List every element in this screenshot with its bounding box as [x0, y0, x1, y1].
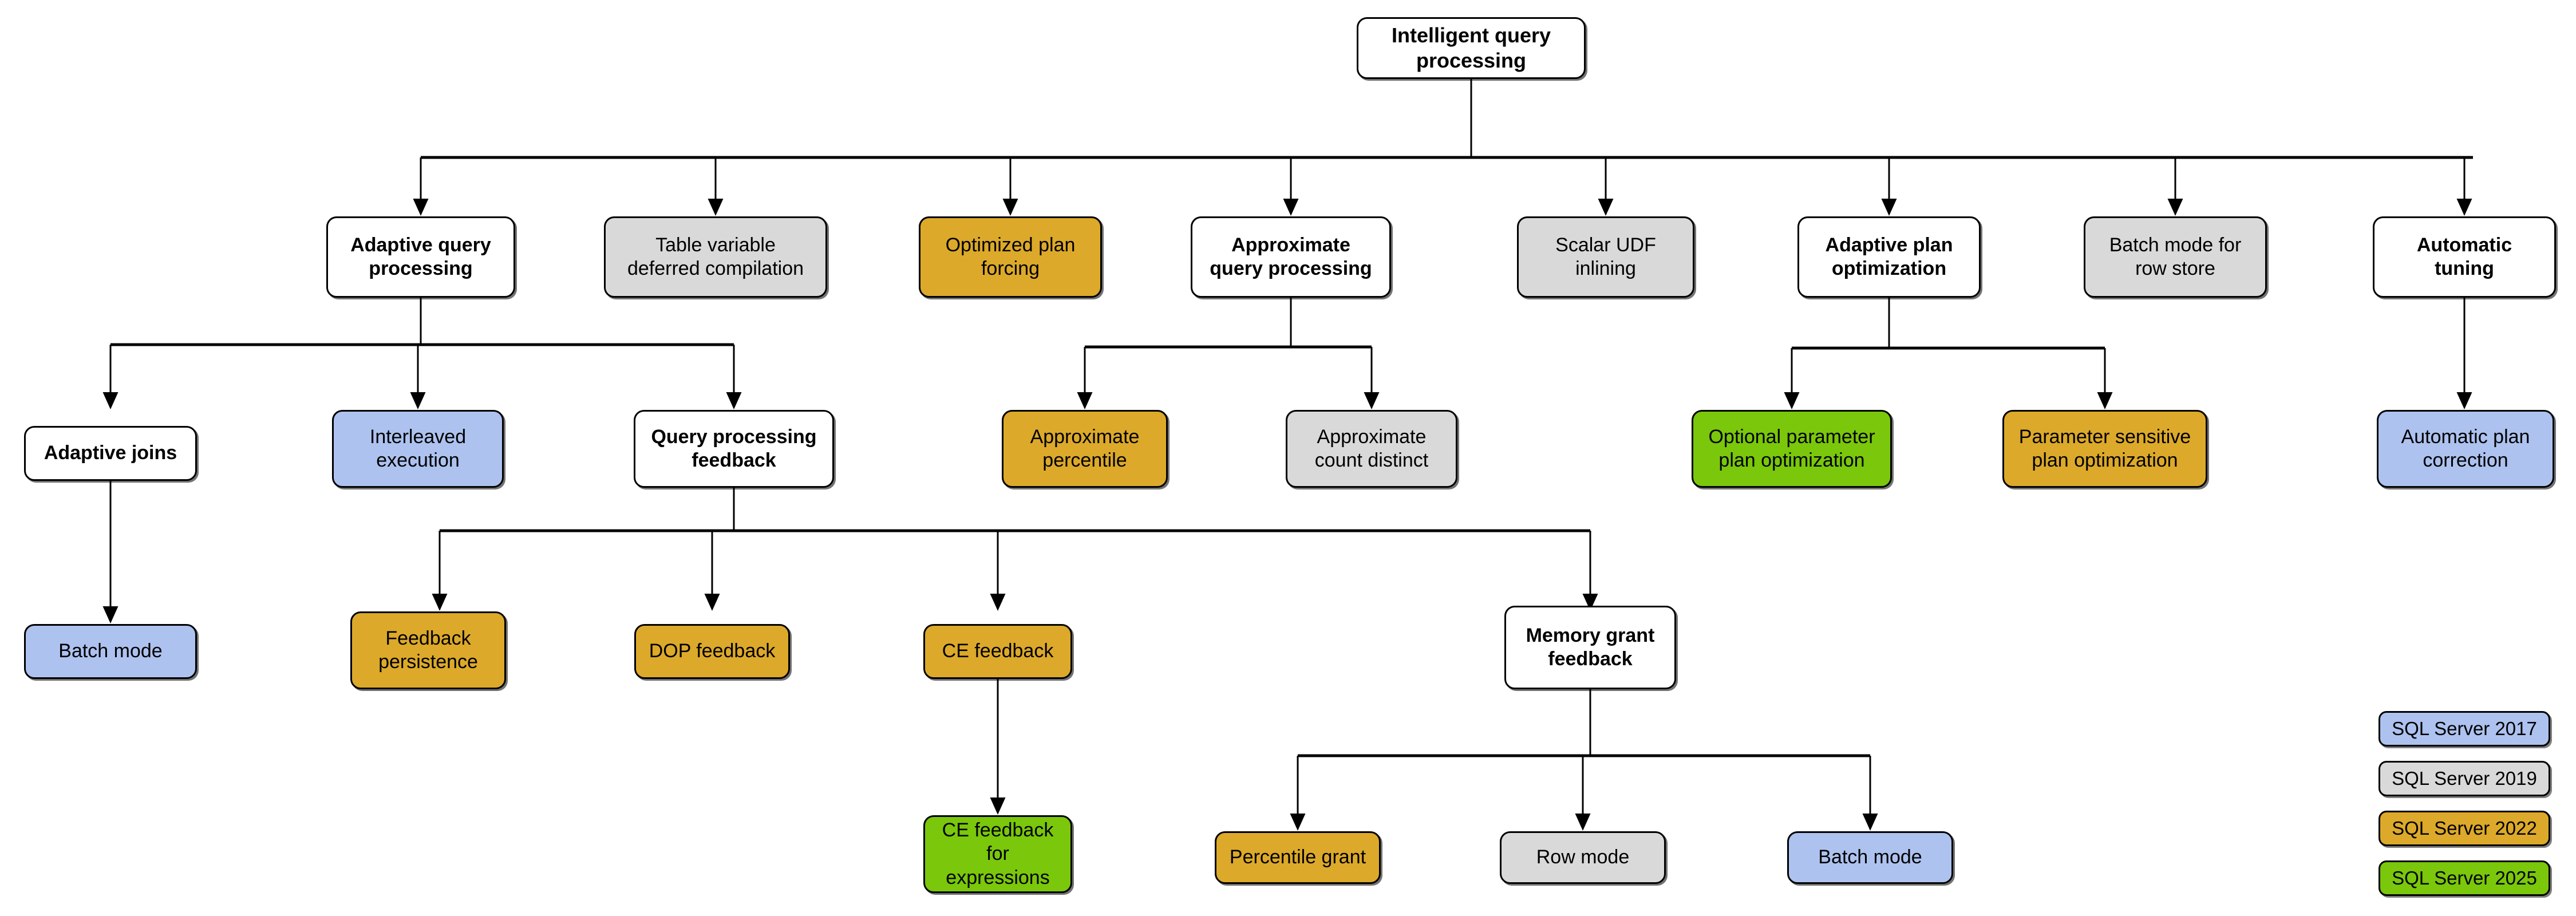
node-label: Intelligent query processing	[1391, 23, 1551, 72]
node-qpf[interactable]: Query processing feedback	[634, 410, 834, 488]
node-label: Batch mode for row store	[2109, 234, 2242, 279]
legend-item-label: SQL Server 2025	[2392, 867, 2537, 889]
node-label: Table variable deferred compilation	[627, 234, 804, 279]
node-apo[interactable]: Adaptive plan optimization	[1797, 216, 1981, 298]
legend-item-label: SQL Server 2019	[2392, 768, 2537, 789]
node-label: Memory grant feedback	[1526, 624, 1655, 670]
legend-item-sql-server-2025: SQL Server 2025	[2379, 860, 2550, 896]
node-label: Optimized plan forcing	[945, 234, 1076, 279]
node-label: Optional parameter plan optimization	[1708, 425, 1875, 471]
node-rmode[interactable]: Row mode	[1500, 831, 1666, 884]
node-label: Approximate count distinct	[1314, 425, 1429, 471]
node-bmode1[interactable]: Batch mode	[24, 624, 197, 679]
node-apcorr[interactable]: Automatic plan correction	[2377, 410, 2554, 488]
node-label: CE feedback for expressions	[942, 819, 1054, 889]
node-label: Adaptive plan optimization	[1825, 234, 1953, 279]
node-fbpers[interactable]: Feedback persistence	[350, 611, 506, 689]
node-label: Percentile grant	[1229, 846, 1366, 868]
node-pspo[interactable]: Parameter sensitive plan optimization	[2002, 410, 2207, 488]
legend-item-sql-server-2019: SQL Server 2019	[2379, 761, 2550, 796]
node-aqp[interactable]: Adaptive query processing	[326, 216, 515, 298]
node-bmode2[interactable]: Batch mode	[1787, 831, 1953, 884]
node-label: Row mode	[1536, 846, 1630, 868]
node-label: Adaptive joins	[44, 442, 177, 464]
node-tvdc[interactable]: Table variable deferred compilation	[604, 216, 827, 298]
node-root[interactable]: Intelligent query processing	[1357, 17, 1586, 79]
node-label: Approximate percentile	[1030, 425, 1140, 471]
node-label: DOP feedback	[649, 640, 776, 662]
node-label: Approximate query processing	[1210, 234, 1372, 279]
node-bmrs[interactable]: Batch mode for row store	[2084, 216, 2267, 298]
legend-item-sql-server-2017: SQL Server 2017	[2379, 711, 2550, 747]
node-dopfb[interactable]: DOP feedback	[634, 624, 790, 679]
node-label: Scalar UDF inlining	[1555, 234, 1656, 279]
node-label: Query processing feedback	[651, 425, 817, 471]
node-mgf[interactable]: Memory grant feedback	[1504, 606, 1676, 689]
node-pgrant[interactable]: Percentile grant	[1215, 831, 1381, 884]
node-oppo[interactable]: Optional parameter plan optimization	[1692, 410, 1892, 488]
node-label: Adaptive query processing	[350, 234, 491, 279]
node-label: Interleaved execution	[369, 425, 467, 471]
node-autotune[interactable]: Automatic tuning	[2373, 216, 2556, 298]
node-ajoins[interactable]: Adaptive joins	[24, 426, 197, 481]
node-opf[interactable]: Optimized plan forcing	[919, 216, 1102, 298]
node-cefb[interactable]: CE feedback	[923, 624, 1072, 679]
node-ilexec[interactable]: Interleaved execution	[332, 410, 504, 488]
node-approxqp[interactable]: Approximate query processing	[1191, 216, 1391, 298]
node-label: Feedback persistence	[378, 627, 478, 673]
legend-item-label: SQL Server 2017	[2392, 718, 2537, 739]
node-label: Automatic plan correction	[2401, 425, 2530, 471]
legend-item-sql-server-2022: SQL Server 2022	[2379, 811, 2550, 846]
legend-item-label: SQL Server 2022	[2392, 818, 2537, 839]
node-label: CE feedback	[942, 640, 1054, 662]
node-label: Batch mode	[1818, 846, 1922, 868]
node-cefbexp[interactable]: CE feedback for expressions	[923, 815, 1072, 893]
node-label: Batch mode	[58, 640, 163, 662]
node-sudf[interactable]: Scalar UDF inlining	[1517, 216, 1694, 298]
node-acdist[interactable]: Approximate count distinct	[1286, 410, 1457, 488]
node-label: Automatic tuning	[2416, 234, 2512, 279]
node-label: Parameter sensitive plan optimization	[2018, 425, 2191, 471]
node-apct[interactable]: Approximate percentile	[1002, 410, 1168, 488]
